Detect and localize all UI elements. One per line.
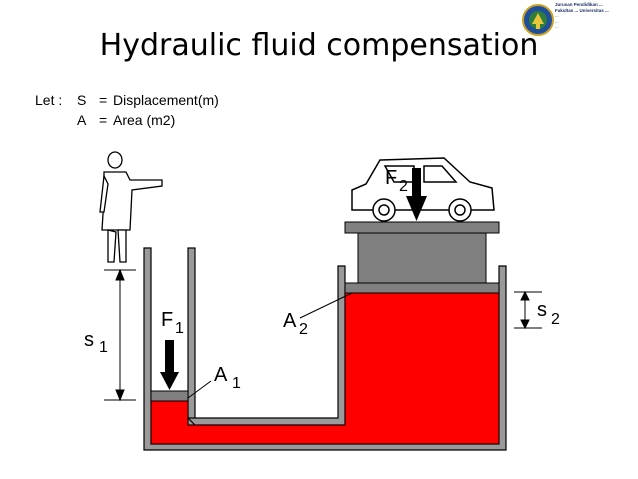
- f1-subscript: 1: [175, 320, 184, 337]
- large-piston: [344, 221, 500, 294]
- s1-subscript: 1: [99, 339, 108, 356]
- legend-description: Displacement(m): [113, 92, 219, 108]
- legend-equals: =: [99, 112, 108, 128]
- logo-line: ...: [555, 18, 559, 24]
- f1-label: F: [161, 309, 173, 331]
- legend-row-displacement: Let : S = Displacement(m): [35, 90, 219, 110]
- page-title: Hydraulic fluid compensation: [99, 28, 539, 63]
- a1-label: A: [214, 364, 228, 386]
- a1-subscript: 1: [232, 375, 241, 392]
- legend-symbol: S: [77, 92, 87, 108]
- legend-description: Area (m2): [113, 112, 176, 128]
- logo-line: ...: [555, 24, 559, 29]
- f1-force-arrow: [160, 340, 179, 390]
- person-icon: [99, 151, 163, 263]
- university-logo-text: Jurusan Pendidikan ... Fakultas ... Univ…: [555, 2, 635, 30]
- a1-leader-line: [187, 380, 212, 399]
- logo-line: ...: [555, 13, 559, 18]
- logo-line: Fakultas ... Universitas ...: [555, 7, 609, 13]
- legend-equals: =: [99, 92, 108, 108]
- s2-label: s: [537, 299, 547, 321]
- legend-symbol: A: [77, 112, 87, 128]
- a2-leader-line: [299, 292, 353, 319]
- car-icon: [351, 157, 495, 222]
- logo-line: Jurusan Pendidikan ...: [555, 2, 603, 7]
- f2-label: F: [385, 167, 397, 189]
- s1-label: s: [84, 329, 94, 351]
- legend: Let : S = Displacement(m) A = Area (m2): [35, 90, 219, 130]
- university-logo: [522, 4, 554, 36]
- legend-prefix: Let :: [35, 92, 63, 108]
- s2-subscript: 2: [551, 311, 560, 328]
- f2-force-arrow: [406, 168, 427, 221]
- crest-icon: [522, 4, 554, 36]
- small-piston: [150, 390, 189, 402]
- s1-dimension-arrow: [104, 268, 136, 402]
- legend-row-area: A = Area (m2): [35, 110, 219, 130]
- a2-label: A: [283, 310, 297, 332]
- f2-subscript: 2: [399, 178, 408, 195]
- s2-dimension-arrow: [514, 290, 542, 330]
- a2-subscript: 2: [299, 321, 308, 338]
